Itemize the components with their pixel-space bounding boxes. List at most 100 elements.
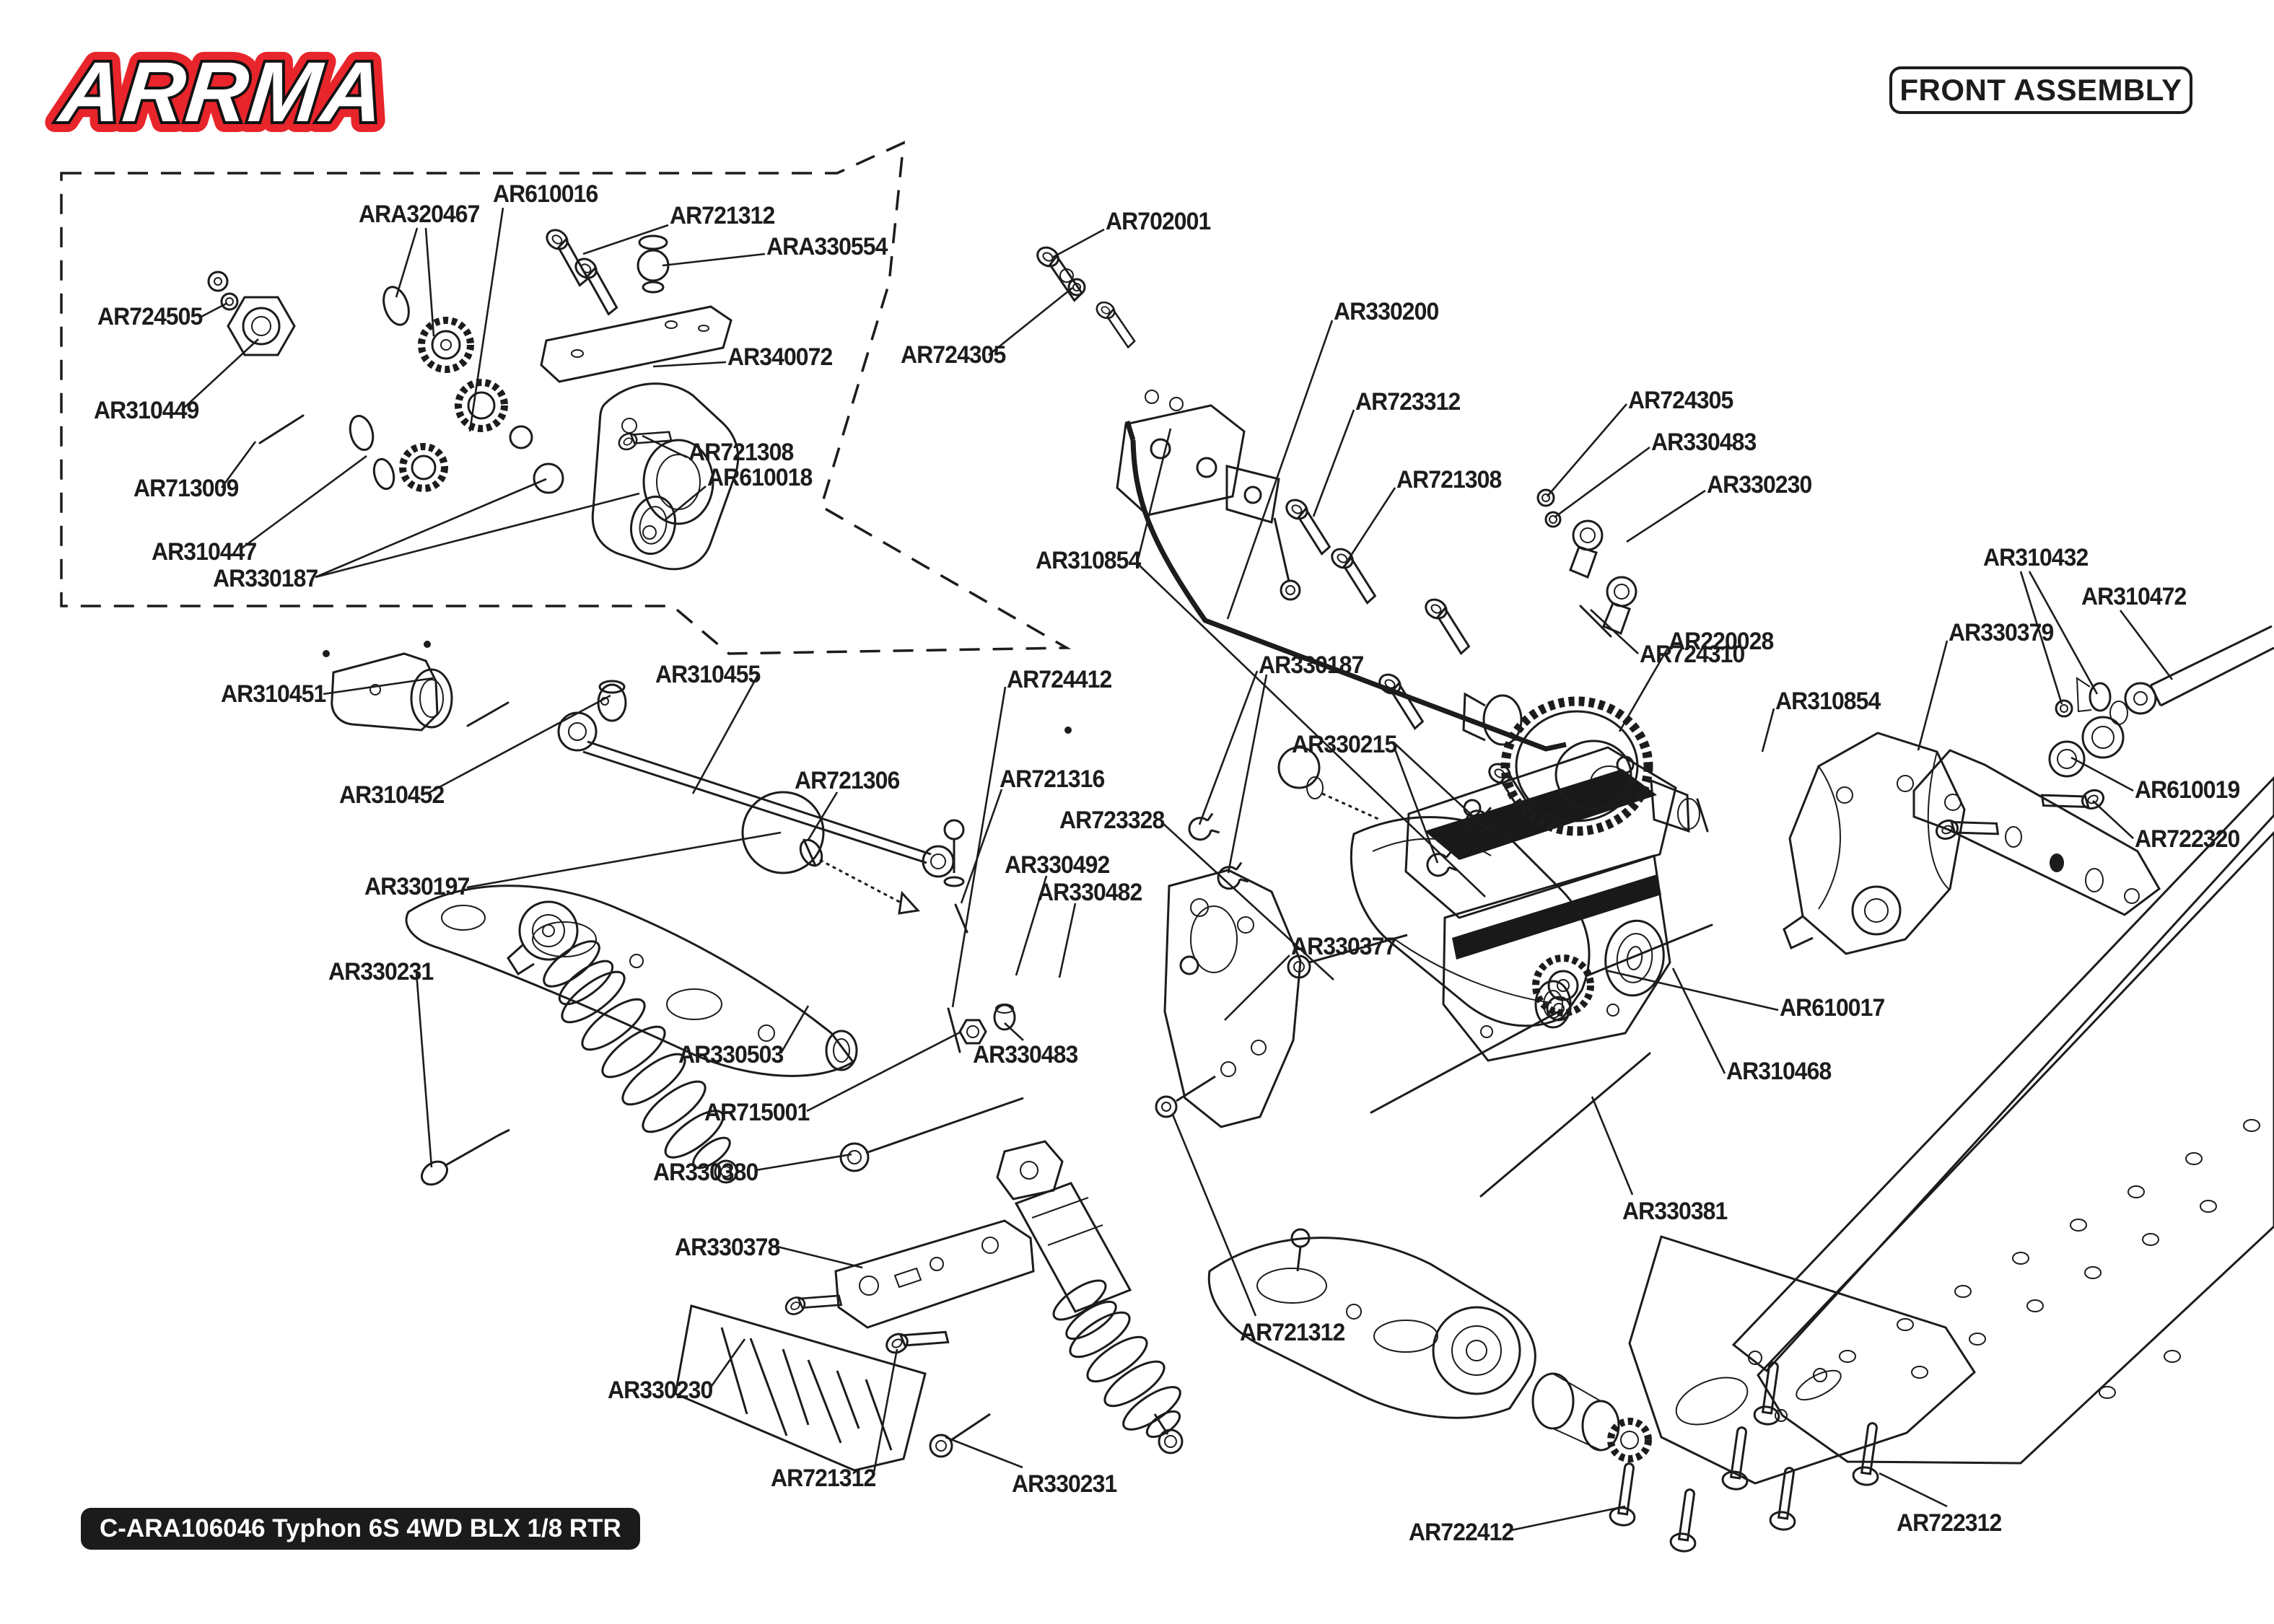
leader-line-ar310432-22: [2028, 571, 2099, 695]
part-label-ar330377-41: AR330377: [1291, 933, 1396, 960]
bellcrank-sketch: [1025, 242, 1567, 752]
part-label-ar722320-40: AR722320: [2135, 825, 2240, 853]
part-label-ar330187-30: AR330187: [1259, 651, 1364, 679]
leader-line-ar330215-31: [1394, 742, 1477, 820]
page-title: FRONT ASSEMBLY: [1889, 66, 2192, 114]
leader-line-ar721312-53: [872, 1348, 898, 1477]
part-label-ar330215-31: AR330215: [1292, 731, 1397, 758]
part-label-ar721312-53: AR721312: [771, 1465, 876, 1492]
steering-link-sketch: [557, 711, 965, 915]
leader-line-ar721308-16: [1347, 487, 1396, 561]
part-label-ar330230-51: AR330230: [608, 1377, 713, 1404]
lower-arm-left-sketch: [405, 885, 858, 1077]
leader-line-ar310452-32: [427, 694, 611, 795]
chassis-sketch: [1628, 776, 2274, 1485]
driveshaft-sketch: [2109, 625, 2274, 725]
leader-line-ar724305-14: [988, 286, 1073, 356]
leader-line-ar724310-21: [1590, 609, 1639, 654]
part-label-ar310854-26: AR310854: [1775, 688, 1881, 715]
leader-line-ar723328-35: [1161, 822, 1334, 980]
leader-line-ar330230-51: [709, 1338, 746, 1389]
leader-lines: [181, 207, 2174, 1532]
part-label-ar310432-22: AR310432: [1983, 544, 2089, 571]
part-label-ar724310-21: AR724310: [1640, 641, 1745, 668]
leader-line-ar330503-45: [779, 1005, 810, 1054]
leader-line-ara330554-3: [662, 253, 766, 267]
leader-line-ar330187-11: [315, 478, 547, 579]
leader-line-ar610016-1: [468, 207, 504, 432]
leader-line-ar330380-48: [755, 1153, 852, 1172]
leader-line-ara320467-0: [424, 227, 435, 337]
part-label-ar330197-36: AR330197: [364, 873, 470, 900]
leader-line-ar610017-43: [1605, 969, 1779, 1011]
leader-line-ar722412-55: [1510, 1505, 1626, 1532]
leader-line-ar330483-18: [1554, 446, 1650, 519]
leader-line-ar310854-20: [1137, 428, 1172, 560]
leader-line-ar724412-29: [951, 686, 1007, 1008]
part-label-ar721308-16: AR721308: [1396, 466, 1502, 493]
leader-line-ar715001-47: [806, 1030, 962, 1112]
leader-line-ar310451-27: [323, 677, 434, 695]
part-label-ar310452-32: AR310452: [339, 781, 445, 809]
leader-line-ar310455-28: [691, 675, 759, 794]
part-label-ar330380-48: AR330380: [653, 1159, 758, 1186]
part-label-ar610018-9: AR610018: [707, 464, 813, 491]
leader-line-ar702001-12: [1051, 228, 1105, 259]
leader-line-ar713009-8: [220, 441, 257, 488]
leader-line-ar330230-19: [1626, 489, 1706, 543]
part-label-ar722412-55: AR722412: [1409, 1519, 1514, 1546]
leader-line-ar722312-56: [1879, 1472, 1948, 1508]
part-label-ar724305-17: AR724305: [1628, 387, 1733, 414]
part-label-ar330483-46: AR330483: [973, 1041, 1078, 1068]
leader-line-ar330197-36: [466, 831, 782, 889]
leader-line-ar330231-54: [945, 1436, 1023, 1469]
part-label-ar721316-34: AR721316: [1000, 765, 1105, 793]
leader-line-ar610019-39: [2070, 756, 2134, 792]
inset-dashed-box: [60, 141, 1072, 655]
leader-line-ar310449-6: [181, 338, 259, 411]
part-label-ar721312-52: AR721312: [1240, 1319, 1345, 1346]
inset-parts-sketch: [207, 225, 740, 648]
model-footer-badge: C-ARA106046 Typhon 6S 4WD BLX 1/8 RTR: [81, 1508, 640, 1550]
shock-left-sketch: [507, 900, 738, 1184]
part-label-ar724305-14: AR724305: [901, 341, 1006, 369]
part-label-ar721306-33: AR721306: [795, 767, 900, 794]
part-label-ar722312-56: AR722312: [1897, 1509, 2002, 1537]
part-label-ar715001-47: AR715001: [704, 1099, 810, 1126]
leader-line-ar330187-30: [1227, 674, 1268, 874]
leader-line-ar722320-40: [2092, 800, 2134, 839]
part-label-ar702001-12: AR702001: [1106, 208, 1211, 235]
leader-line-ar330187-11: [315, 492, 640, 579]
part-label-ar330187-11: AR330187: [213, 565, 318, 592]
part-label-ar330231-42: AR330231: [328, 958, 434, 986]
logo-outline: ARRMA: [53, 45, 390, 140]
servo-mount-sketch: [1404, 746, 1677, 1062]
upper-arm-sketch: [1185, 746, 1591, 1029]
leader-line-ar310854-26: [1761, 708, 1775, 752]
part-label-ar310447-10: AR310447: [152, 538, 257, 566]
leader-line-ar310468-44: [1671, 967, 1726, 1074]
lower-arm-right-sketch: [1207, 1228, 1652, 1462]
bumper-plate-sketch: [674, 1304, 927, 1472]
part-label-ar330482-38: AR330482: [1037, 879, 1142, 906]
part-label-ar330492-37: AR330492: [1005, 851, 1110, 879]
part-label-ar330483-18: AR330483: [1651, 429, 1757, 456]
part-label-ar330503-45: AR330503: [678, 1041, 784, 1068]
leader-line-ar330483-46: [1004, 1022, 1024, 1041]
leader-line-ar330492-37: [1015, 875, 1048, 976]
leader-line-ar330377-41: [1224, 954, 1290, 1021]
arrma-logo: ARRMA ARRMA: [43, 34, 401, 151]
part-label-ar310455-28: AR310455: [655, 661, 761, 688]
part-label-ara320467-0: ARA320467: [359, 201, 480, 228]
part-label-ar330379-25: AR330379: [1949, 619, 2054, 646]
leader-line-ar610018-9: [663, 485, 707, 522]
logo-text: ARRMA: [53, 45, 390, 140]
part-label-ar310451-27: AR310451: [221, 680, 326, 708]
leader-line-ar330187-30: [1198, 670, 1259, 825]
leader-line-ar721312-52: [1171, 1114, 1257, 1317]
shock-tower-sketch: [1163, 869, 1302, 1128]
part-label-ar723312-15: AR723312: [1355, 388, 1461, 416]
leader-line-ar723312-15: [1312, 409, 1355, 517]
part-label-ara330554-3: ARA330554: [766, 233, 888, 260]
